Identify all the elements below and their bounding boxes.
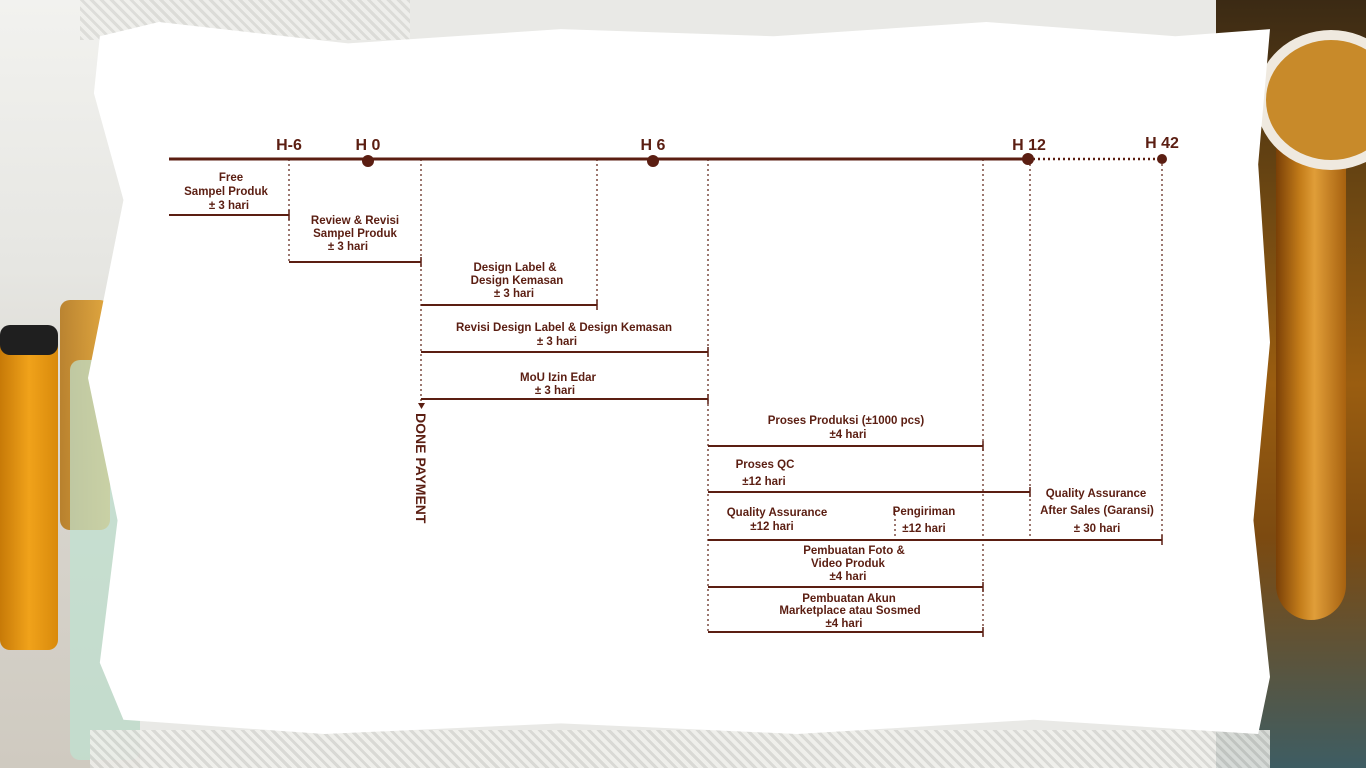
task-label: Design Label & [473,262,556,274]
task-label: Proses QC [736,459,795,471]
milestone-label: H-6 [276,137,302,154]
done-payment-label: DONE PAYMENT [413,413,429,524]
task-duration: ± 3 hari [209,200,249,212]
task-duration: ± 3 hari [494,288,534,300]
milestone-dot [1157,154,1167,164]
task-label: Quality Assurance [727,507,828,519]
milestone-dot [362,155,374,167]
task-duration: ±12 hari [742,476,785,488]
milestone-dot [647,155,659,167]
paper-card [88,22,1270,734]
honey-jar-image [0,330,58,650]
decorative-pattern [90,730,1270,768]
task-duration: ± 3 hari [535,385,575,397]
task-label: Revisi Design Label & Design Kemasan [456,322,672,334]
task-duration: ±4 hari [830,429,867,441]
task-duration: ±4 hari [830,571,867,583]
task-label: MoU Izin Edar [520,372,597,384]
task-label: Proses Produksi (±1000 pcs) [768,415,925,427]
done-payment-arrow-icon [418,403,425,409]
task-duration: ± 30 hari [1074,523,1121,535]
milestone-label: H 12 [1012,137,1046,154]
task-label: Sampel Produk [313,228,397,240]
task-label: Pengiriman [893,506,956,518]
task-duration: ±4 hari [826,618,863,630]
jar-lid-image [0,325,58,355]
task-label: After Sales (Garansi) [1040,505,1154,517]
task-label: Free [219,172,243,184]
milestone-dot [1022,153,1034,165]
task-label: Design Kemasan [471,275,564,287]
milestone-label: H 0 [356,137,381,154]
milestone-label: H 42 [1145,135,1179,152]
task-label: Quality Assurance [1046,488,1147,500]
task-label: Review & Revisi [311,215,399,227]
task-duration: ± 3 hari [537,336,577,348]
task-label: Pembuatan Akun [802,593,896,605]
milestone-label: H 6 [641,137,666,154]
task-label: Sampel Produk [184,186,268,198]
task-label: Video Produk [811,558,886,570]
task-duration: ± 3 hari [328,241,368,253]
task-duration: ±12 hari [902,523,945,535]
task-label: Marketplace atau Sosmed [779,605,920,617]
task-label: Pembuatan Foto & [803,545,905,557]
task-duration: ±12 hari [750,521,793,533]
